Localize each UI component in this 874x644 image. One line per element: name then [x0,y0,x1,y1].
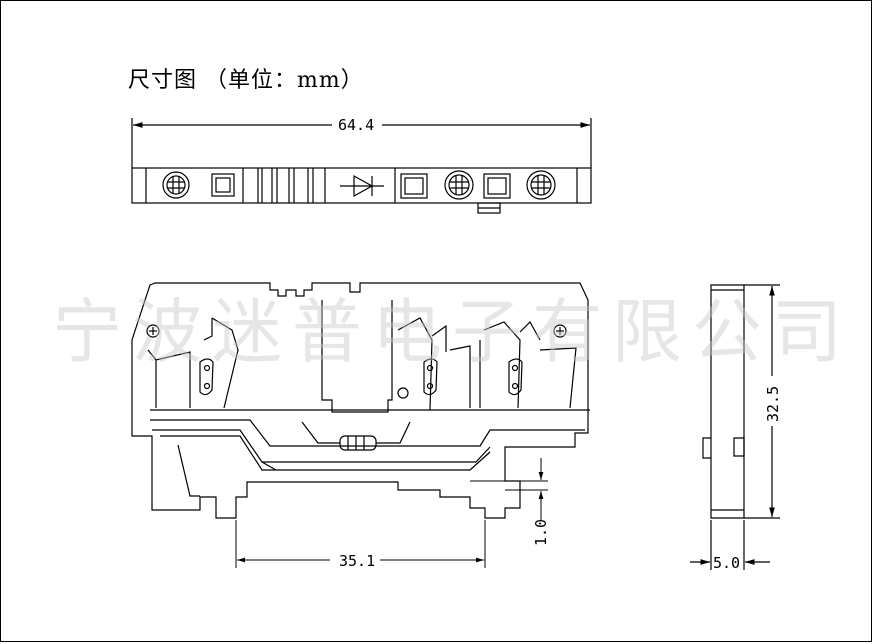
top-view [131,118,592,214]
dim-offset: 1.0 [532,519,550,546]
front-dimensions [235,458,548,568]
dim-overall-length: 64.4 [338,116,374,134]
front-view [131,282,590,519]
dim-thickness: 5.0 [713,554,740,572]
drawing-title: 尺寸图 （单位：mm） [128,68,364,93]
dim-rail-span: 35.1 [339,552,375,570]
dim-height: 32.5 [764,386,782,422]
side-view [690,284,780,570]
